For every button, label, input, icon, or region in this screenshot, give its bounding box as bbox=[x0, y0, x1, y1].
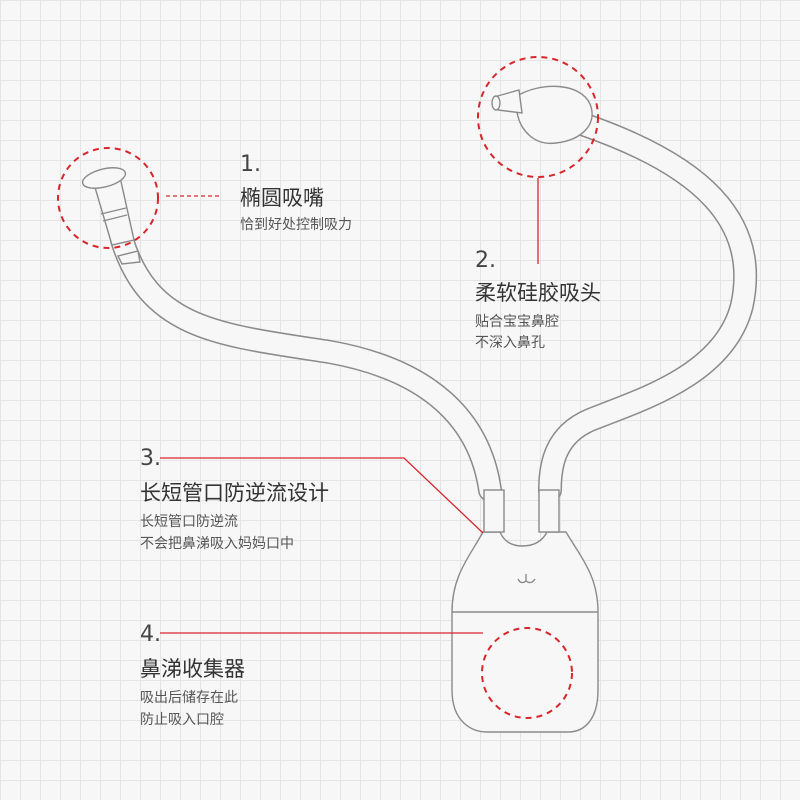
callout-3-number: 3. bbox=[140, 446, 161, 471]
callout-2-number: 2. bbox=[475, 248, 496, 273]
callout-4-description-line-2: 防止吸入口腔 bbox=[140, 712, 224, 728]
callout-4-number: 4. bbox=[140, 622, 161, 647]
callout-4-description-line-1: 吸出后储存在此 bbox=[140, 690, 238, 706]
mouthpiece-highlight-circle bbox=[57, 147, 159, 249]
leader-line-3 bbox=[160, 457, 484, 534]
callout-1-number: 1. bbox=[240, 152, 261, 177]
callout-1-description: 恰到好处控制吸力 bbox=[240, 217, 352, 233]
callout-2-title: 柔软硅胶吸头 bbox=[475, 281, 601, 305]
callout-3-description-line-2: 不会把鼻涕吸入妈妈口中 bbox=[140, 536, 294, 552]
oval-mouthpiece bbox=[81, 167, 141, 265]
left-tube-inner bbox=[111, 229, 501, 501]
callout-2-description-line-2: 不深入鼻孔 bbox=[475, 335, 545, 351]
callout-2-description-line-1: 贴合宝宝鼻腔 bbox=[475, 314, 559, 330]
collector-body bbox=[451, 489, 599, 733]
right-tube-inner bbox=[539, 114, 756, 501]
callout-1-title: 椭圆吸嘴 bbox=[240, 186, 324, 210]
silicone-tip bbox=[491, 85, 593, 144]
callout-3-title: 长短管口防逆流设计 bbox=[140, 481, 329, 505]
callout-3-description-line-1: 长短管口防逆流 bbox=[140, 514, 238, 530]
collector-highlight-circle bbox=[481, 627, 573, 719]
callout-4-title: 鼻涕收集器 bbox=[140, 657, 245, 681]
left-tube bbox=[110, 228, 502, 502]
tip-highlight-circle bbox=[477, 56, 599, 178]
